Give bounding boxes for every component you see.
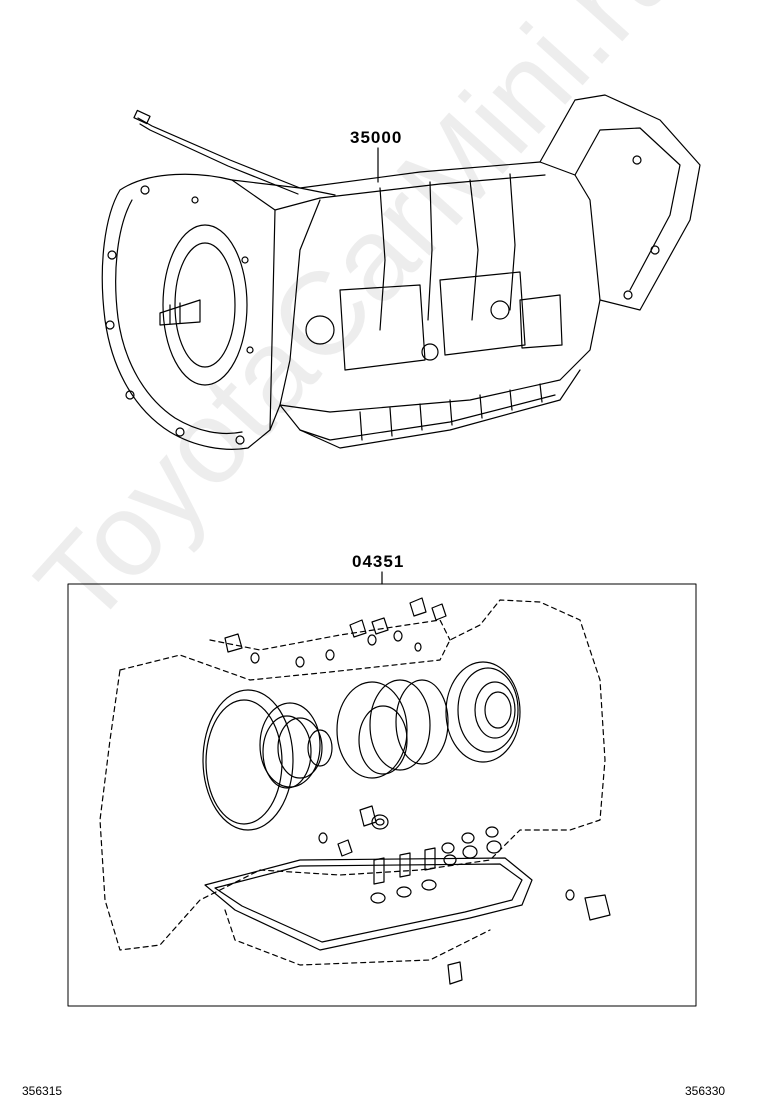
transmission-assembly-drawing[interactable] xyxy=(101,94,701,450)
gasket-kit-drawing[interactable] xyxy=(67,571,697,1007)
figure-number-right: 356330 xyxy=(685,1084,726,1098)
part-number-04351[interactable]: 04351 xyxy=(352,552,405,571)
figure-number-left: 356315 xyxy=(22,1084,63,1098)
part-number-35000[interactable]: 35000 xyxy=(350,128,403,147)
